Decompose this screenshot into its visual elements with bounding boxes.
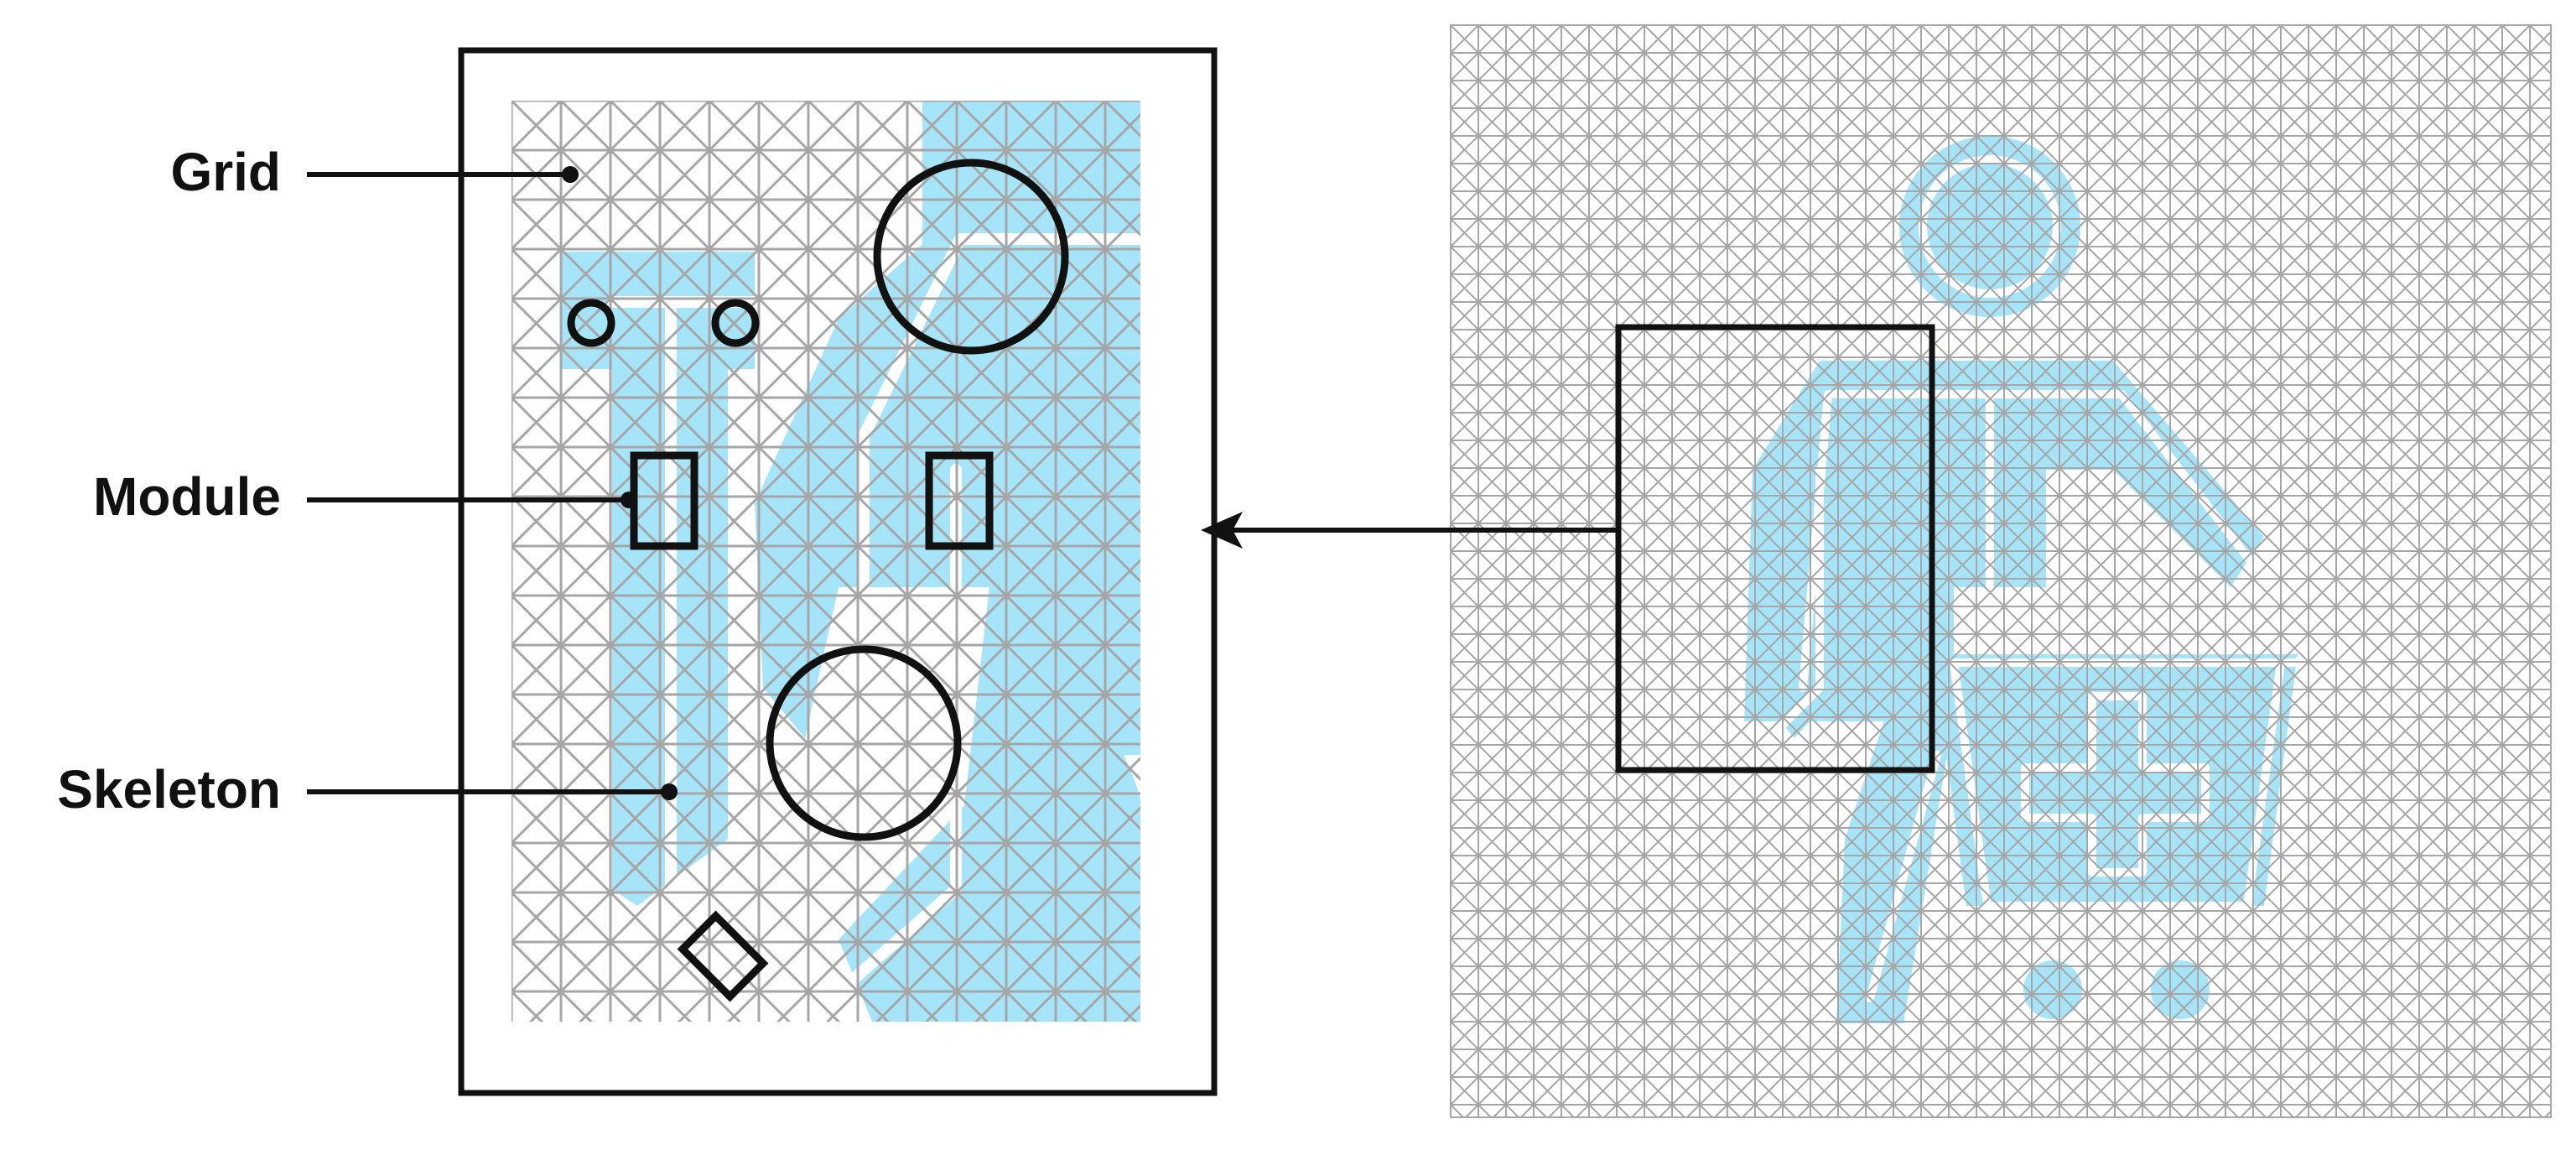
right-grid-lines — [1451, 25, 2551, 1117]
leader-labels: Grid Module Skeleton — [57, 142, 678, 820]
grid-callout: Grid — [170, 142, 579, 202]
head-skeleton — [1919, 155, 2061, 298]
grid-label: Grid — [170, 142, 281, 202]
detail-modules — [567, 159, 1069, 1002]
grid-leader-dot — [562, 166, 579, 183]
module-circle-small-left — [567, 299, 615, 347]
torso-skeleton — [1799, 390, 1832, 692]
skeleton-leader-dot — [661, 783, 678, 800]
arrow-left-icon — [1201, 512, 1243, 549]
module-circle-large-top — [873, 159, 1069, 355]
right-grid-border — [1450, 24, 2552, 1118]
module-leader-dot — [621, 492, 637, 508]
detail-edge-shape — [922, 101, 1140, 1022]
module-callout: Module — [93, 466, 637, 527]
right-panel — [1450, 24, 2552, 1118]
module-circle-small-right — [711, 299, 760, 347]
shoulder-skeleton — [1824, 390, 2268, 583]
module-label: Module — [93, 466, 281, 527]
right-grid — [1451, 25, 2551, 1117]
detail-panel — [458, 47, 1218, 1096]
detail-white-notch — [1124, 755, 1140, 889]
zoom-selection-box — [1615, 324, 1935, 773]
skeleton-label: Skeleton — [57, 759, 281, 820]
module-diamond — [677, 910, 769, 1002]
module-circle-large-bottom — [766, 645, 962, 841]
module-rect-right — [925, 451, 994, 550]
skeleton-callout: Skeleton — [57, 759, 678, 820]
detail-frame — [458, 47, 1218, 1096]
callout-arrow — [1201, 512, 1618, 549]
